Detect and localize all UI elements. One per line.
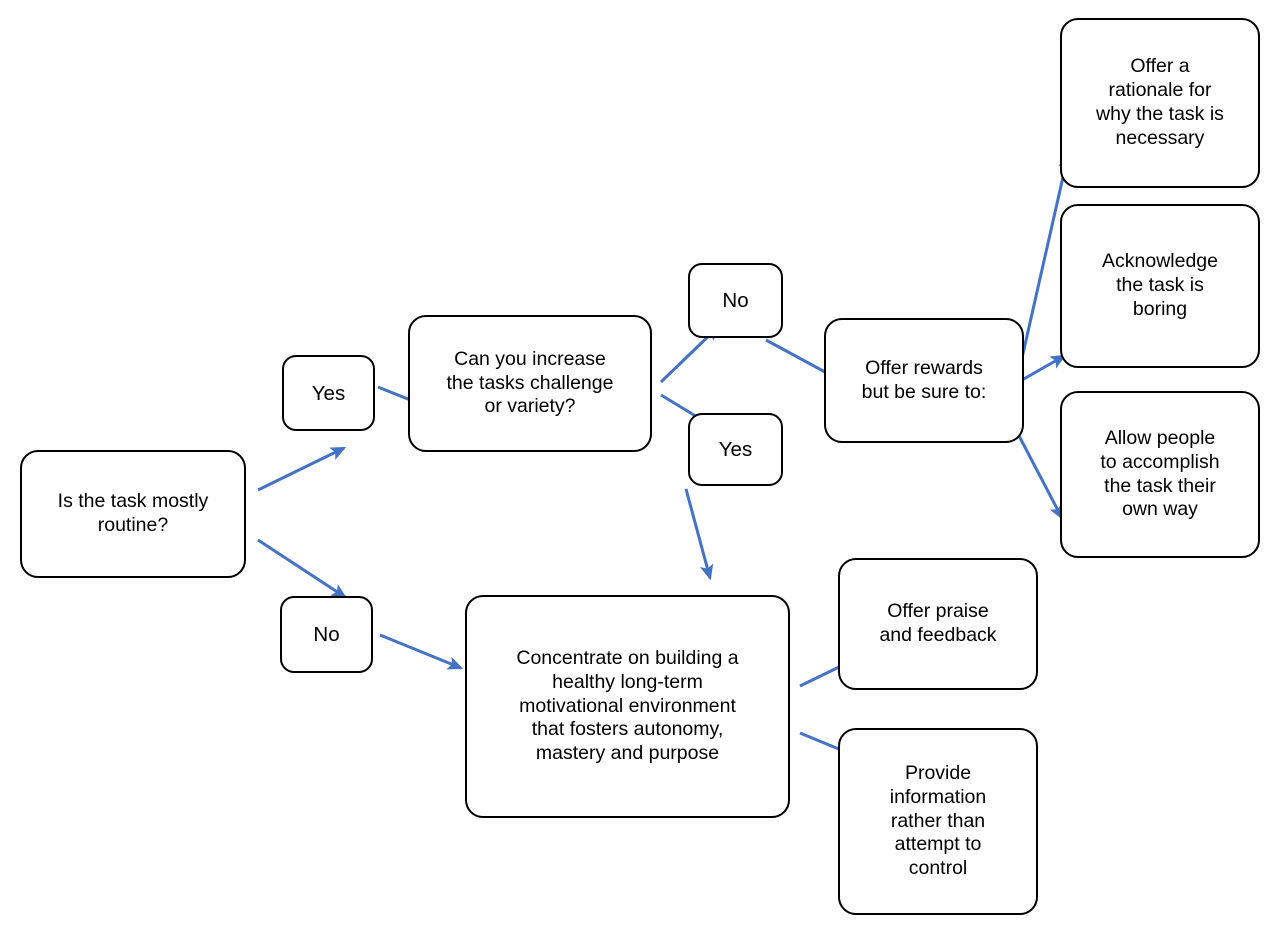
- node-start[interactable]: Is the task mostly routine?: [20, 450, 246, 578]
- node-provide-information[interactable]: Provide information rather than attempt …: [838, 728, 1038, 915]
- node-offer-rewards-label: Offer rewards but be sure to:: [861, 356, 987, 403]
- node-concentrate-environment[interactable]: Concentrate on building a healthy long-t…: [465, 595, 790, 818]
- node-offer-rewards[interactable]: Offer rewards but be sure to:: [824, 318, 1024, 443]
- node-no-2[interactable]: No: [688, 263, 783, 338]
- node-increase-challenge-label: Can you increase the tasks challenge or …: [446, 347, 614, 418]
- edge-no1-to-concentrate: [379, 633, 464, 670]
- node-allow-own-way[interactable]: Allow people to accomplish the task thei…: [1060, 391, 1260, 558]
- node-no-2-label: No: [722, 289, 749, 312]
- edge-start-to-yes1: [257, 446, 347, 492]
- node-offer-rationale[interactable]: Offer a rationale for why the task is ne…: [1060, 18, 1260, 188]
- node-acknowledge-boring[interactable]: Acknowledge the task is boring: [1060, 204, 1260, 368]
- node-yes-2-label: Yes: [718, 438, 753, 461]
- node-provide-information-label: Provide information rather than attempt …: [889, 762, 987, 880]
- node-increase-challenge[interactable]: Can you increase the tasks challenge or …: [408, 315, 652, 452]
- edge-rewards-to-ownway: [1015, 431, 1064, 521]
- node-no-1-label: No: [313, 623, 340, 646]
- node-yes-1-label: Yes: [311, 381, 346, 405]
- node-start-label: Is the task mostly routine?: [57, 490, 209, 536]
- edge-start-to-no1: [257, 538, 348, 599]
- node-yes-1[interactable]: Yes: [282, 355, 375, 431]
- node-offer-rationale-label: Offer a rationale for why the task is ne…: [1096, 55, 1224, 149]
- node-offer-praise[interactable]: Offer praise and feedback: [838, 558, 1038, 690]
- node-acknowledge-boring-label: Acknowledge the task is boring: [1102, 250, 1218, 320]
- edge-yes2-to-concentrate: [684, 488, 714, 581]
- edge-rewards-to-acknowledge: [1021, 354, 1067, 382]
- node-yes-2[interactable]: Yes: [688, 413, 783, 486]
- node-no-1[interactable]: No: [280, 596, 373, 673]
- node-concentrate-environment-label: Concentrate on building a healthy long-t…: [516, 647, 739, 765]
- node-allow-own-way-label: Allow people to accomplish the task thei…: [1100, 426, 1220, 521]
- node-offer-praise-label: Offer praise and feedback: [879, 600, 997, 646]
